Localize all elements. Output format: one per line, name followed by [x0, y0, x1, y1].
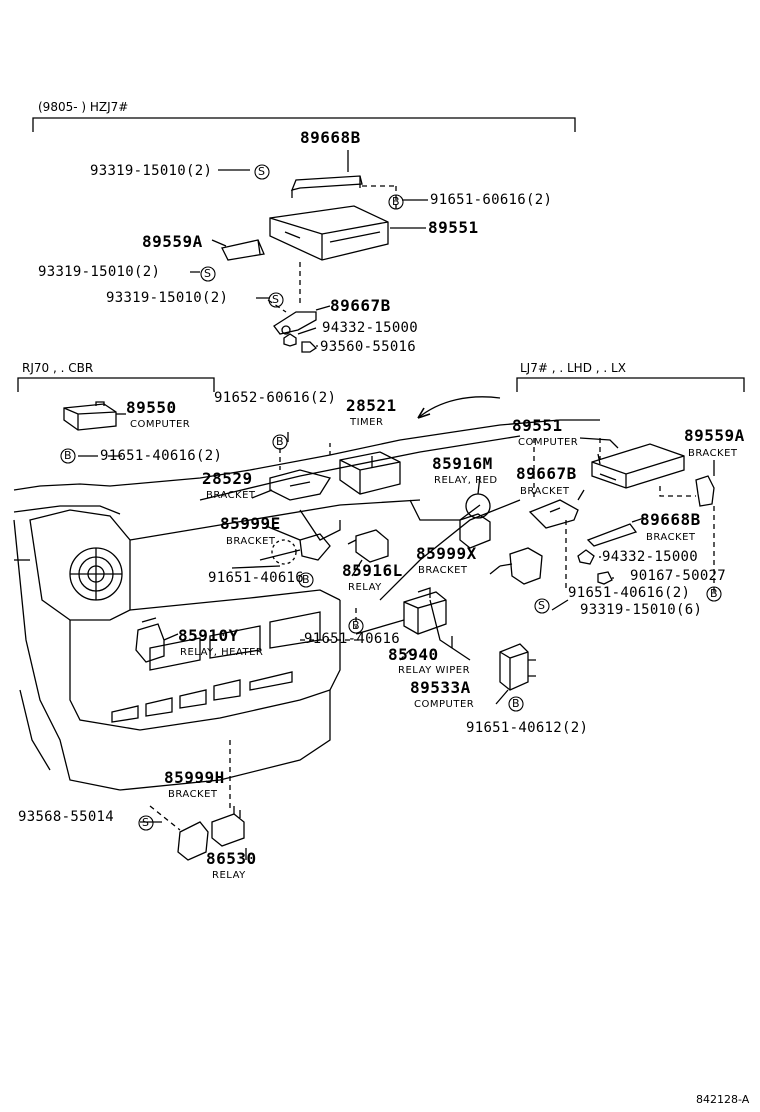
part-89551-r-desc: COMPUTER — [518, 437, 579, 448]
part-89559A-top: 89559A — [142, 232, 203, 251]
part-28529: 28529 — [202, 469, 253, 488]
screw-symbol: S — [258, 165, 265, 178]
part-89551-r: 89551 — [512, 416, 563, 435]
bolt-symbol: B — [710, 587, 718, 600]
part-89667B-r: 89667B — [516, 464, 577, 483]
bolt-symbol: B — [512, 697, 520, 710]
part-89559A-r: 89559A — [684, 426, 745, 445]
part-94332-top: 94332-15000 — [322, 320, 419, 336]
reference-code: 842128-A — [696, 1093, 750, 1106]
part-89667B-r-desc: BRACKET — [520, 486, 570, 497]
dashboard — [13, 396, 600, 791]
right-assembly — [528, 437, 715, 611]
screw-symbol: S — [204, 267, 211, 280]
part-91651-40616-2r: 91651-40616(2) — [568, 585, 691, 601]
part-93568: 93568-55014 — [18, 809, 115, 825]
part-85916L-desc: RELAY — [348, 582, 382, 593]
rj-assembly — [63, 401, 126, 457]
header-lj: LJ7# , . LHD , . LX — [520, 361, 626, 375]
bolt-symbol: B — [392, 195, 400, 208]
part-90167: 90167-50027 — [630, 568, 727, 584]
part-86530-desc: RELAY — [212, 870, 246, 881]
bolt-symbol: B — [64, 449, 72, 462]
part-85999X: 85999X — [416, 544, 477, 563]
part-89550-desc: COMPUTER — [130, 419, 191, 430]
part-85916M-desc: RELAY, RED — [434, 475, 498, 486]
part-93319-c: 93319-15010(2) — [106, 290, 229, 306]
part-89533A-desc: COMPUTER — [414, 699, 475, 710]
part-85999E-desc: BRACKET — [226, 536, 276, 547]
part-85916M: 85916M — [432, 454, 493, 473]
part-93319-6: 93319-15010(6) — [580, 602, 703, 618]
part-85999H: 85999H — [164, 768, 225, 787]
part-93560: 93560-55016 — [320, 339, 417, 355]
part-85999E: 85999E — [220, 514, 281, 533]
group-bracket-lines — [17, 117, 745, 392]
part-94332-r: 94332-15000 — [602, 549, 699, 565]
screw-symbol: S — [538, 599, 545, 612]
header-rj: RJ70 , . CBR — [22, 361, 94, 375]
part-89668B-top: 89668B — [300, 128, 361, 147]
part-91651-40612: 91651-40612(2) — [466, 720, 589, 736]
part-89668B-r: 89668B — [640, 510, 701, 529]
part-85999X-desc: BRACKET — [418, 565, 468, 576]
part-85999H-desc: BRACKET — [168, 789, 218, 800]
screw-symbol: S — [272, 293, 279, 306]
fastener-symbols — [60, 164, 722, 831]
part-89667B-top: 89667B — [330, 296, 391, 315]
part-93319-b: 93319-15010(2) — [38, 264, 161, 280]
part-28521: 28521 — [346, 396, 397, 415]
part-91651-40616-x: 91651-40616 — [208, 570, 305, 586]
part-91651-40616-y: 91651-40616 — [304, 631, 401, 647]
part-91651-40616-2a: 91651-40616(2) — [100, 448, 223, 464]
part-85910Y-desc: RELAY, HEATER — [180, 647, 264, 658]
part-85916L: 85916L — [342, 561, 403, 580]
part-85910Y: 85910Y — [178, 626, 239, 645]
part-89550: 89550 — [126, 398, 177, 417]
part-89551-top: 89551 — [428, 218, 479, 237]
top-assembly — [190, 150, 428, 353]
part-86530: 86530 — [206, 849, 257, 868]
part-89533A: 89533A — [410, 678, 471, 697]
part-93319-a: 93319-15010(2) — [90, 163, 213, 179]
part-28521-desc: TIMER — [350, 417, 384, 428]
part-91651-60616: 91651-60616(2) — [430, 192, 553, 208]
part-28529-desc: BRACKET — [206, 490, 256, 501]
part-89559A-r-desc: BRACKET — [688, 448, 738, 459]
center-parts — [108, 432, 543, 861]
screw-symbol: S — [142, 816, 149, 829]
bolt-symbol: B — [352, 619, 360, 632]
header-hzj: (9805- ) HZJ7# — [38, 100, 129, 114]
bolt-symbol: B — [302, 573, 310, 586]
part-89668B-r-desc: BRACKET — [646, 532, 696, 543]
part-91652: 91652-60616(2) — [214, 390, 337, 406]
part-85940: 85940 — [388, 645, 439, 664]
part-85940-desc: RELAY WIPER — [398, 665, 471, 676]
bolt-symbol: B — [276, 435, 284, 448]
